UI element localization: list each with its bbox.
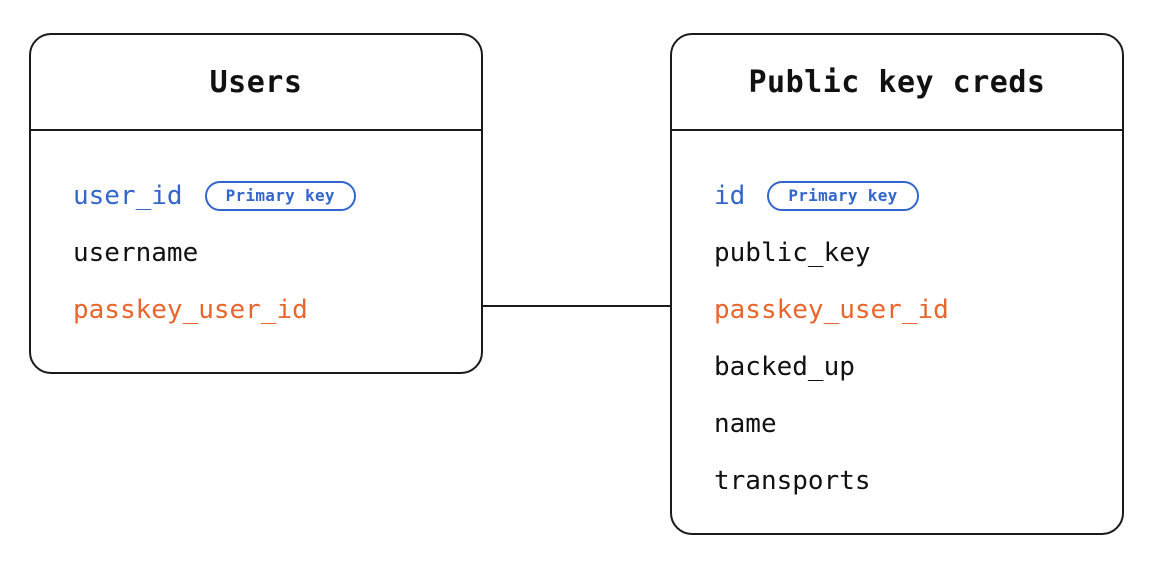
field-name-user-id: user_id [73,180,183,211]
field-row-public-key[interactable]: public_key [672,224,1122,281]
field-row-id[interactable]: id Primary key [672,167,1122,224]
primary-key-badge: Primary key [767,180,919,211]
entity-title-public-key-creds: Public key creds [748,64,1046,100]
field-row-backed-up[interactable]: backed_up [672,338,1122,395]
entity-card-public-key-creds[interactable]: Public key creds id Primary key public_k… [670,33,1124,535]
field-name-id: id [714,180,746,211]
entity-card-users[interactable]: Users user_id Primary key username passk… [29,33,483,374]
entity-title-users: Users [209,64,303,100]
field-row-user-id[interactable]: user_id Primary key [31,167,481,224]
field-row-name[interactable]: name [672,395,1122,452]
primary-key-badge: Primary key [204,180,356,211]
field-row-passkey-user-id[interactable]: passkey_user_id [672,281,1122,338]
field-name-passkey-user-id: passkey_user_id [714,294,949,325]
field-name-passkey-user-id: passkey_user_id [73,294,308,325]
entity-header-divider [672,129,1122,131]
field-name-backed-up: backed_up [714,351,855,382]
field-row-transports[interactable]: transports [672,452,1122,509]
field-name-name: name [714,408,777,439]
field-name-public-key: public_key [714,237,871,268]
entity-field-list-users: user_id Primary key username passkey_use… [31,131,481,338]
relationship-connector-users-to-public-key-creds [483,305,670,307]
field-row-passkey-user-id[interactable]: passkey_user_id [31,281,481,338]
entity-field-list-public-key-creds: id Primary key public_key passkey_user_i… [672,131,1122,509]
field-name-username: username [73,237,199,268]
field-row-username[interactable]: username [31,224,481,281]
field-name-transports: transports [714,465,871,496]
entity-header-divider [31,129,481,131]
